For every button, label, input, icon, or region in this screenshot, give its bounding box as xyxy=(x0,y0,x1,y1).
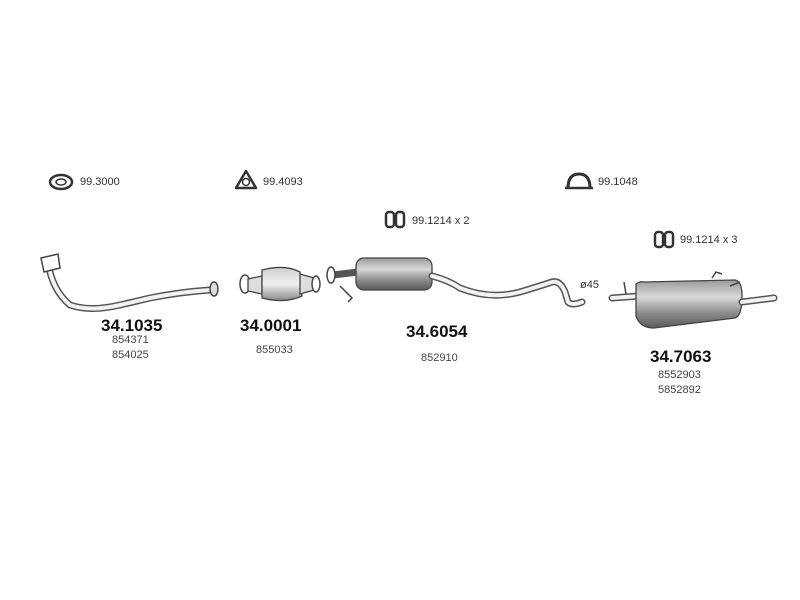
triangle-flange-gasket-icon xyxy=(234,169,258,190)
rubber-hanger-icon xyxy=(653,230,675,249)
reference-number: 852910 xyxy=(421,352,458,364)
front-pipe xyxy=(40,253,219,312)
part-references: 852910 xyxy=(421,351,458,366)
reference-number: 5852892 xyxy=(658,384,701,396)
part-number: 34.7063 xyxy=(650,347,712,366)
rubber-hanger-icon xyxy=(384,210,406,229)
part-references: 855033 xyxy=(256,343,293,358)
accessory-code: 99.1048 xyxy=(598,176,638,188)
reference-number: 8552903 xyxy=(658,369,701,381)
part-number: 34.1035 xyxy=(101,316,163,335)
accessory-code: 99.1214 x 3 xyxy=(680,234,738,246)
accessory-code: 99.3000 xyxy=(80,176,120,188)
part-references: 854371 854025 xyxy=(112,333,149,363)
part-number: 34.6054 xyxy=(406,322,468,341)
accessory-code: 99.4093 xyxy=(263,176,303,188)
part-references: 8552903 5852892 xyxy=(658,368,701,398)
accessory-code: 99.1214 x 2 xyxy=(412,215,470,227)
reference-number: 855033 xyxy=(256,344,293,356)
reference-number: 854371 xyxy=(112,334,149,346)
diameter-label: ø45 xyxy=(580,279,599,291)
catalytic-converter xyxy=(239,266,321,302)
rear-silencer xyxy=(608,271,778,329)
clamp-icon xyxy=(565,172,593,190)
gasket-ring-icon xyxy=(48,173,74,191)
part-number: 34.0001 xyxy=(240,316,302,335)
middle-silencer xyxy=(326,257,586,308)
reference-number: 854025 xyxy=(112,349,149,361)
